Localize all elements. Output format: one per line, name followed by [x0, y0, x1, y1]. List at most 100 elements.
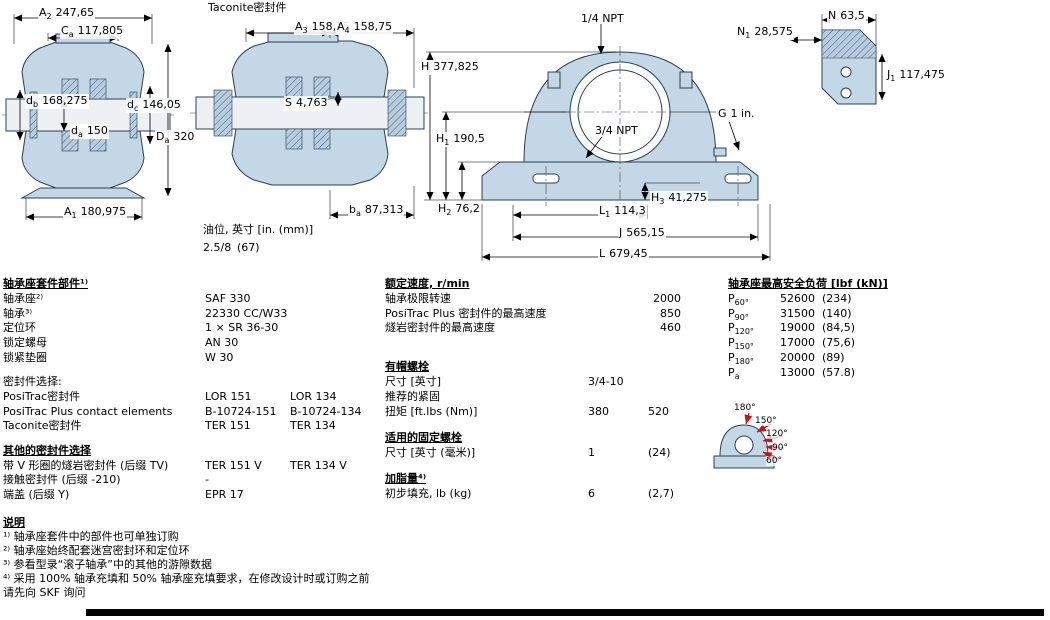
fixing-bolts-header: 适用的固定螺栓	[385, 431, 462, 444]
load-row-lbf: 52600	[780, 292, 815, 305]
seals-header: 密封件选择:	[3, 375, 62, 388]
parts-table-header: 轴承座套件部件¹⁾	[3, 277, 88, 290]
oil-level-label: 油位, 英寸 [in. (mm)]	[203, 223, 314, 236]
angle-label: 150°	[755, 416, 777, 426]
fixing-size-label: 尺寸 [英寸 (毫米)]	[385, 446, 476, 459]
note-footer: 请先向 SKF 询问	[3, 586, 86, 599]
load-row-label: P120°	[728, 321, 754, 337]
seal-row-value: B-10724-151	[205, 405, 277, 418]
parts-row-value: W 30	[205, 351, 234, 364]
npt-side-label: 3/4 NPT	[595, 124, 638, 138]
parts-row-value: SAF 330	[205, 292, 251, 305]
angle-label: 180°	[734, 403, 756, 413]
seal-row-label: PosiTrac Plus contact elements	[3, 405, 173, 418]
torque-label-2: 扭矩 [ft.lbs (Nm)]	[385, 405, 478, 418]
speed-row-value: 2000	[653, 292, 681, 305]
load-direction-diagram	[713, 412, 785, 469]
footer-rule	[86, 609, 1044, 616]
speed-header: 额定速度, r/min	[385, 277, 470, 290]
seal-row-value: TER 151	[205, 419, 251, 432]
load-row-label: P90°	[728, 307, 749, 323]
drawing-taconite-section	[190, 28, 428, 219]
load-row-kn: (84,5)	[822, 321, 856, 334]
speed-row-label: 燧岩密封件的最高速度	[385, 321, 495, 334]
note-item: ³⁾ 参看型录“滚子轴承”中的其他的游隙数据	[3, 558, 213, 571]
npt-top-label: 1/4 NPT	[581, 12, 624, 25]
speed-row-label: PosiTrac Plus 密封件的最高速度	[385, 307, 547, 320]
parts-row-label: 轴承³⁾	[3, 307, 33, 320]
load-row-label: P60°	[728, 292, 749, 308]
load-row-kn: (89)	[822, 351, 845, 364]
bolt-size-value: 3/4-10	[588, 375, 624, 388]
torque-label-1: 推荐的紧固	[385, 390, 440, 403]
seal-row-value: LOR 134	[290, 390, 337, 403]
seal-row-label: PosiTrac密封件	[3, 390, 81, 403]
load-row-label: P180°	[728, 351, 754, 367]
grease-header: 加脂量⁴⁾	[385, 472, 426, 485]
notes-header: 说明	[3, 516, 25, 529]
load-row-lbf: 19000	[780, 321, 815, 334]
oil-level-value-mm: (67)	[237, 241, 260, 254]
bolt-size-label: 尺寸 [英寸]	[385, 375, 442, 388]
load-table-header: 轴承座最高安全负荷 [lbf (kN)]	[728, 277, 888, 290]
torque-value-lb: 380	[588, 405, 609, 418]
seal-row-value: LOR 151	[205, 390, 252, 403]
load-row-label: Pa	[728, 366, 740, 382]
other-row-label: 接触密封件 (后缀 -210)	[3, 473, 121, 486]
load-row-lbf: 31500	[780, 307, 815, 320]
taconite-title: Taconite密封件	[208, 1, 287, 14]
note-item: ¹⁾ 轴承座套件中的部件也可单独订购	[3, 530, 179, 543]
load-row-kn: (234)	[822, 292, 852, 305]
other-row-value: EPR 17	[205, 488, 244, 501]
drawing-front-section	[2, 14, 176, 221]
parts-row-value: AN 30	[205, 336, 239, 349]
parts-row-label: 锁定螺母	[3, 336, 47, 349]
note-item: ⁴⁾ 采用 100% 轴承充填和 50% 轴承座充填要求，在修改设计时或订购之前	[3, 572, 370, 585]
drawing-side-view	[424, 24, 771, 261]
angle-label: 90°	[772, 443, 788, 453]
other-row-label: 端盖 (后缀 Y)	[3, 488, 70, 501]
grease-label: 初步填充, lb (kg)	[385, 487, 472, 500]
parts-row-label: 轴承座²⁾	[3, 292, 44, 305]
parts-row-value: 1 × SR 36-30	[205, 321, 279, 334]
oil-level-value-in: 2.5/8	[203, 241, 232, 254]
other-row-value: TER 134 V	[290, 459, 347, 472]
other-seals-header: 其他的密封件选择	[3, 444, 91, 457]
speed-row-label: 轴承极限转速	[385, 292, 451, 305]
grease-value-lb: 6	[588, 487, 595, 500]
drawing-end-plate	[790, 14, 886, 105]
seal-row-value: TER 134	[290, 419, 336, 432]
load-row-lbf: 17000	[780, 336, 815, 349]
cap-bolts-header: 有帽螺栓	[385, 360, 429, 373]
other-row-value: -	[205, 473, 209, 486]
grease-value-kg: (2,7)	[648, 487, 675, 500]
fixing-size-mm: (24)	[648, 446, 671, 459]
speed-row-value: 460	[660, 321, 681, 334]
parts-row-value: 22330 CC/W33	[205, 307, 288, 320]
other-row-label: 带 V 形圈的燧岩密封件 (后缀 TV)	[3, 459, 169, 472]
parts-row-label: 锁紧垫圈	[3, 351, 47, 364]
load-row-lbf: 13000	[780, 366, 815, 379]
seal-row-value: B-10724-134	[290, 405, 362, 418]
load-row-kn: (57.8)	[822, 366, 856, 379]
torque-value-nm: 520	[648, 405, 669, 418]
